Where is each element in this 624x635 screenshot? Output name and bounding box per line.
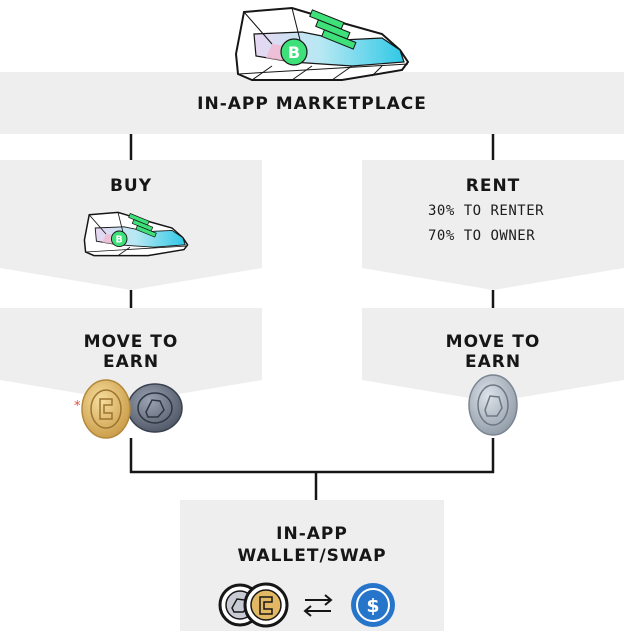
rent-renter-share: 30% TO RENTER (428, 203, 545, 219)
move-right-panel (362, 308, 624, 402)
move-left-title-line2: EARN (102, 352, 160, 372)
sneaker-icon: B (234, 6, 410, 81)
footnote-asterisk: * (74, 399, 81, 414)
svg-text:B: B (116, 234, 123, 245)
svg-text:$: $ (366, 595, 379, 617)
silver-coin-icon (468, 374, 518, 436)
rent-owner-share: 70% TO OWNER (428, 228, 536, 244)
move-right-title-line2: EARN (464, 352, 522, 372)
gold-coin-icon (81, 379, 131, 439)
move-left-panel (0, 308, 262, 402)
buy-sneaker-icon: B (83, 211, 189, 257)
connector-lines (129, 134, 495, 500)
silver-coin-icon (127, 383, 183, 433)
marketplace-title: IN-APP MARKETPLACE (197, 94, 427, 114)
move-left-title-line1: MOVE TO (83, 332, 179, 352)
svg-text:B: B (288, 43, 300, 62)
rent-title: RENT (465, 176, 521, 196)
buy-title: BUY (109, 176, 153, 196)
marketplace-panel (0, 72, 624, 134)
usdc-coin-icon: $ (351, 583, 395, 627)
wallet-title-line1: IN-APP (276, 524, 348, 544)
move-right-title-line1: MOVE TO (445, 332, 541, 352)
swap-arrows-icon (303, 594, 333, 617)
rent-panel (362, 160, 624, 290)
wallet-title-line2: WALLET/SWAP (237, 546, 387, 566)
token-coins-icon (218, 582, 289, 628)
